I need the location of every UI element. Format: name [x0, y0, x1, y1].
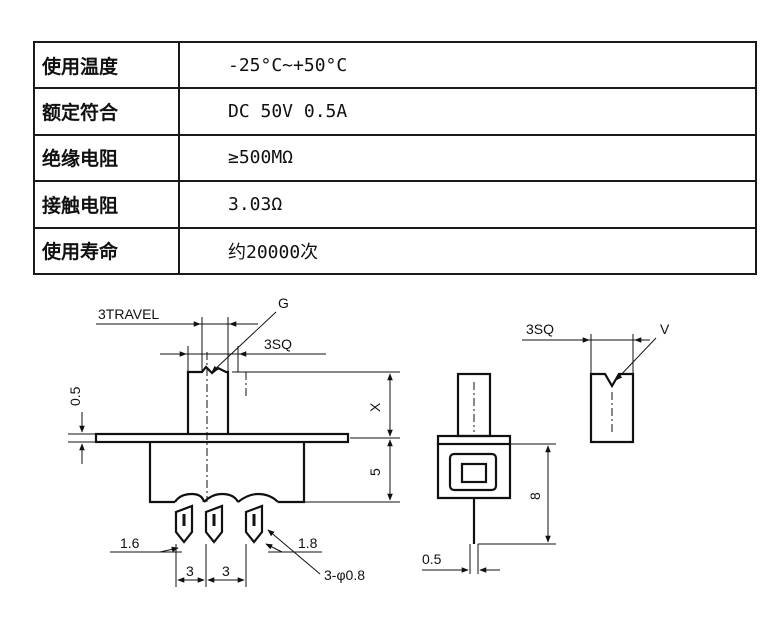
spec-label: 额定符合	[33, 87, 180, 136]
side-inner	[448, 452, 498, 492]
spec-value: DC 50V 0.5A	[178, 87, 757, 136]
label-v: V	[660, 321, 670, 337]
label-3-a: 3	[186, 563, 194, 579]
label-3-phi-0-8: 3-φ0.8	[324, 567, 365, 583]
front-terminal-mid	[203, 492, 239, 544]
spec-row: 使用温度 -25°C~+50°C	[33, 40, 757, 90]
label-g: G	[278, 295, 289, 311]
front-plate	[94, 432, 350, 444]
label-3sq-front: 3SQ	[264, 336, 292, 352]
spec-row: 使用寿命 约20000次	[33, 226, 757, 276]
label-1-8: 1.8	[298, 535, 318, 551]
spec-value: 约20000次	[178, 226, 757, 276]
label-0-5-left: 0.5	[67, 386, 83, 406]
label-0-5-bottom: 0.5	[422, 551, 442, 567]
slot-body	[589, 372, 635, 444]
label-x: X	[367, 402, 383, 412]
label-1-6: 1.6	[120, 535, 140, 551]
slot-detail	[589, 372, 635, 444]
spec-value: 3.03Ω	[178, 180, 757, 229]
label-3-b: 3	[222, 563, 230, 579]
front-view	[94, 365, 350, 544]
front-terminal-left	[174, 492, 206, 544]
spec-label: 绝缘电阻	[33, 133, 180, 183]
spec-row: 额定符合 DC 50V 0.5A	[33, 87, 757, 136]
front-housing	[148, 442, 306, 504]
front-terminal-right	[237, 492, 279, 544]
label-8: 8	[527, 492, 543, 500]
label-3sq-side: 3SQ	[526, 321, 554, 337]
spec-table: 使用温度 -25°C~+50°C 额定符合 DC 50V 0.5A 绝缘电阻 ≥…	[33, 40, 757, 276]
spec-row: 绝缘电阻 ≥500MΩ	[33, 133, 757, 183]
label-3travel: 3TRAVEL	[98, 306, 159, 322]
side-contact	[460, 462, 488, 484]
spec-value: -25°C~+50°C	[178, 40, 757, 90]
spec-row: 接触电阻 3.03Ω	[33, 180, 757, 229]
technical-drawing: 3TRAVEL G 3SQ 0.5 X 5 1.6 1.8 3 3 3-φ0.8…	[67, 295, 670, 587]
label-5: 5	[367, 468, 383, 476]
spec-value: ≥500MΩ	[178, 133, 757, 183]
spec-label: 接触电阻	[33, 180, 180, 229]
spec-label: 使用温度	[33, 40, 180, 90]
spec-label: 使用寿命	[33, 226, 180, 276]
side-plate	[436, 434, 512, 446]
side-view	[436, 372, 512, 544]
front-knob	[186, 365, 230, 434]
